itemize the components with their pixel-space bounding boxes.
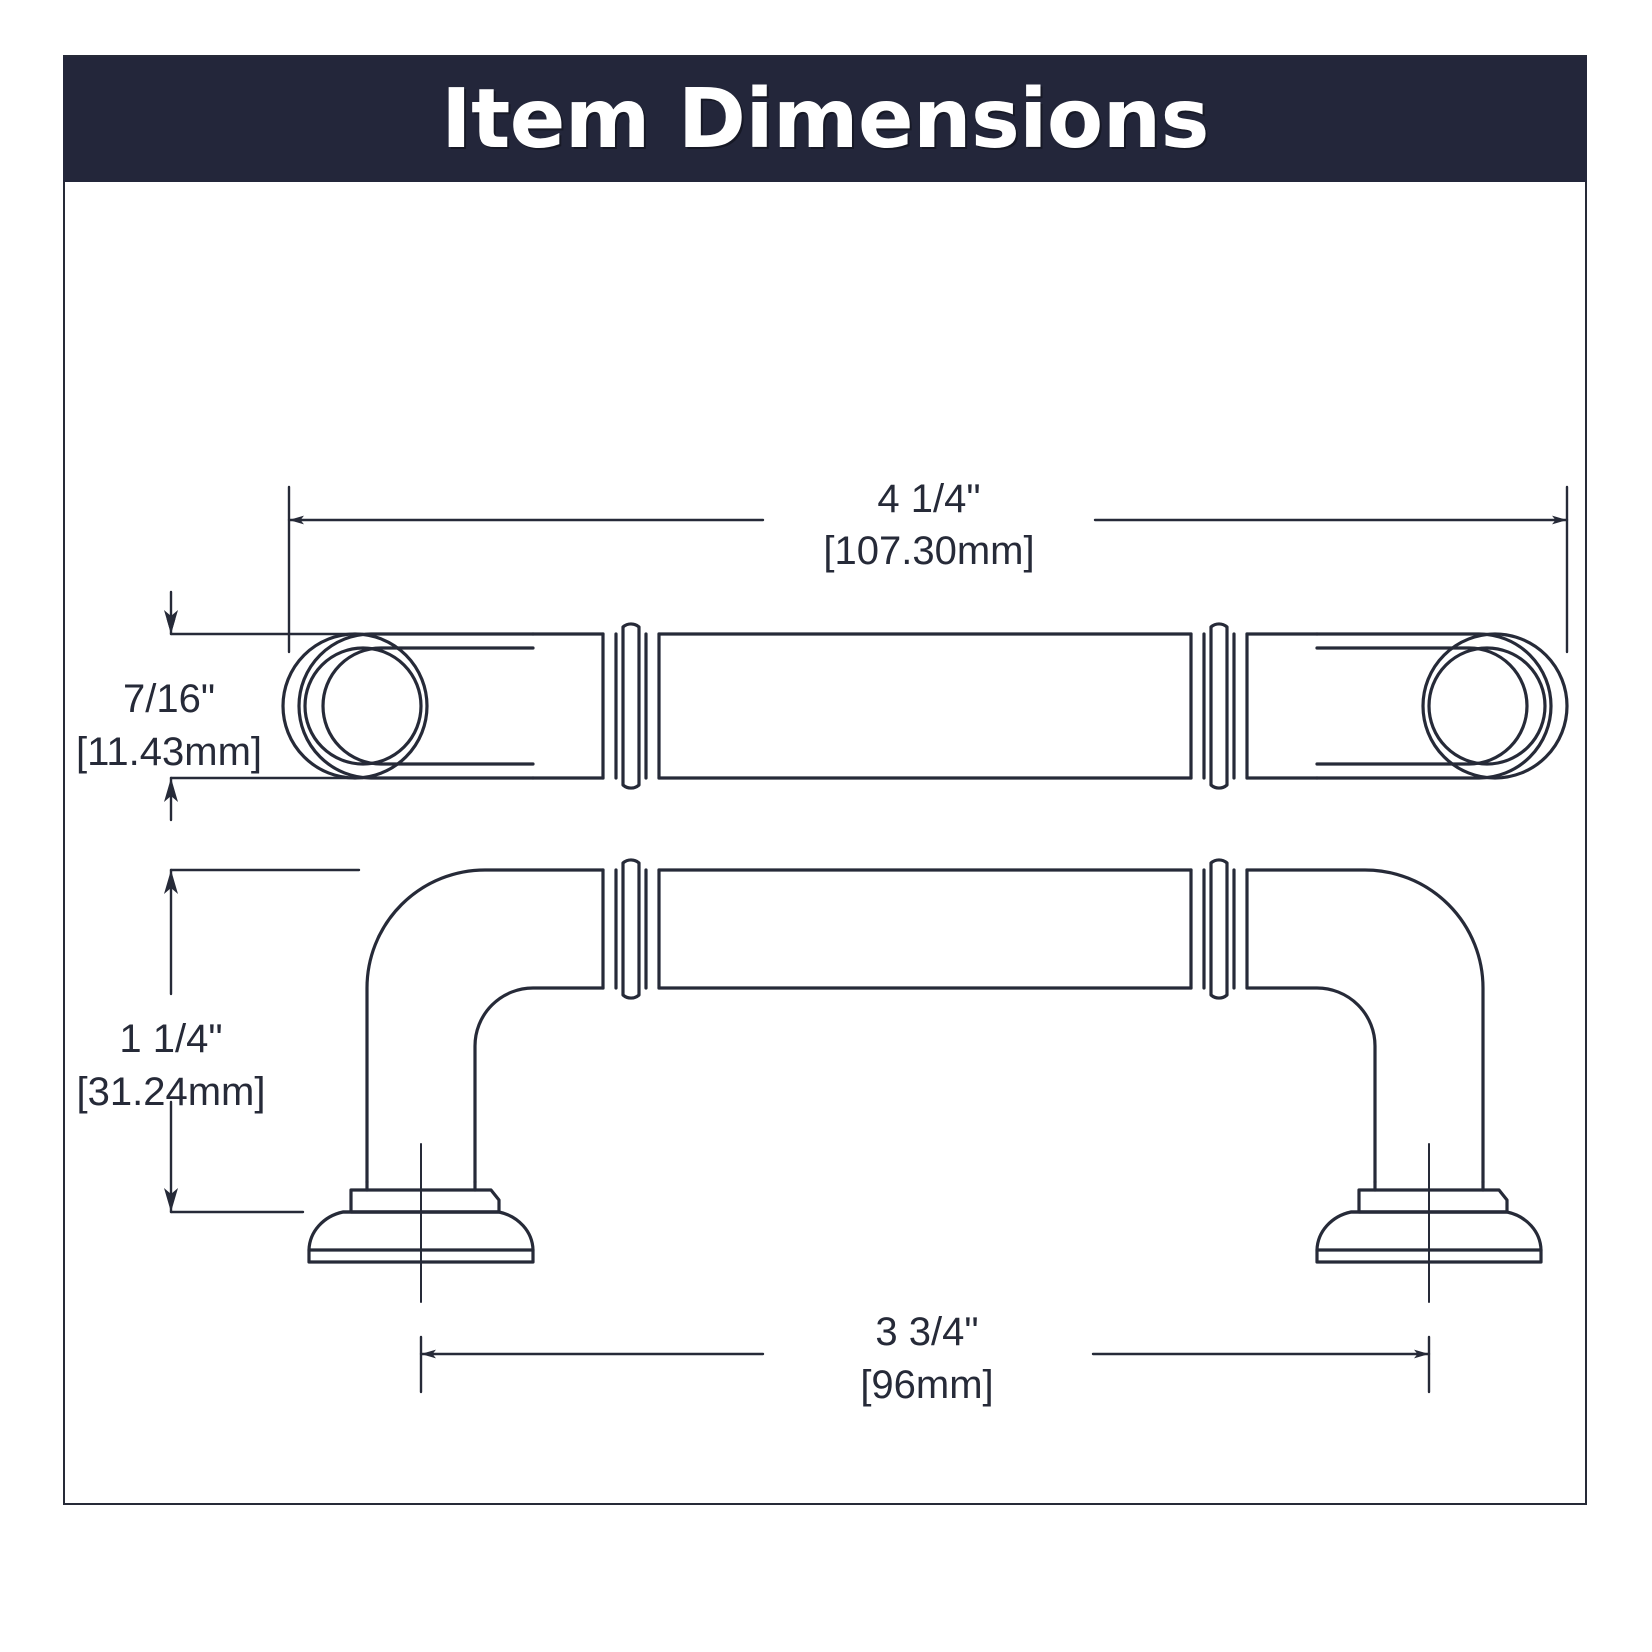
top-view-geometry — [281, 622, 1569, 790]
right-collar-bead — [1209, 622, 1229, 790]
left-collar-bead — [621, 622, 641, 790]
left-leg-inner — [473, 986, 605, 1184]
arrowhead-diam-bottom — [164, 778, 178, 802]
bar-diameter-imperial-label: 7/16" — [123, 677, 215, 721]
arrowhead-height-top — [164, 870, 178, 894]
right-fcollar-bead — [1209, 858, 1229, 1000]
center-to-center-dimension — [419, 1335, 1431, 1394]
arrowhead-height-bottom — [164, 1188, 178, 1212]
bar-diameter-dimension — [164, 590, 365, 822]
left-post-outer — [297, 632, 535, 780]
left-post-inner — [321, 646, 535, 766]
dimension-labels: 4 1/4" [107.30mm] 7/16" [11.43mm] 1 1/4"… — [76, 477, 1035, 1407]
right-leg-inner — [1245, 986, 1377, 1184]
overall-length-dimension — [287, 485, 1569, 654]
overall-length-metric-label: [107.30mm] — [823, 529, 1034, 573]
right-base-disc-inner — [1427, 646, 1547, 766]
right-base-disc-outer — [1421, 632, 1569, 780]
left-leg-outer — [365, 868, 605, 1184]
right-foot-upper-step — [1357, 1188, 1509, 1214]
overall-length-imperial-label: 4 1/4" — [877, 477, 980, 521]
left-base-disc-inner — [303, 646, 423, 766]
projection-height-imperial-label: 1 1/4" — [119, 1017, 222, 1061]
projection-height-dimension — [164, 868, 361, 1214]
left-foot-upper-step — [349, 1188, 501, 1214]
front-view-geometry — [307, 858, 1543, 1303]
left-fcollar-bead — [621, 858, 641, 1000]
arrowhead-diam-top — [164, 610, 178, 634]
technical-drawing: 4 1/4" [107.30mm] 7/16" [11.43mm] 1 1/4"… — [76, 477, 1569, 1407]
page-title: Item Dimensions — [441, 71, 1209, 167]
title-banner: Item Dimensions — [63, 57, 1587, 182]
right-post-inner — [1315, 646, 1529, 766]
projection-height-metric-label: [31.24mm] — [77, 1070, 266, 1114]
center-to-center-metric-label: [96mm] — [860, 1363, 993, 1407]
bar-diameter-metric-label: [11.43mm] — [76, 730, 262, 774]
right-foot-flare — [1315, 1210, 1543, 1264]
right-post-outer — [1315, 632, 1553, 780]
right-leg-outer — [1245, 868, 1485, 1184]
left-foot-flare — [307, 1210, 535, 1264]
center-to-center-imperial-label: 3 3/4" — [875, 1310, 978, 1354]
